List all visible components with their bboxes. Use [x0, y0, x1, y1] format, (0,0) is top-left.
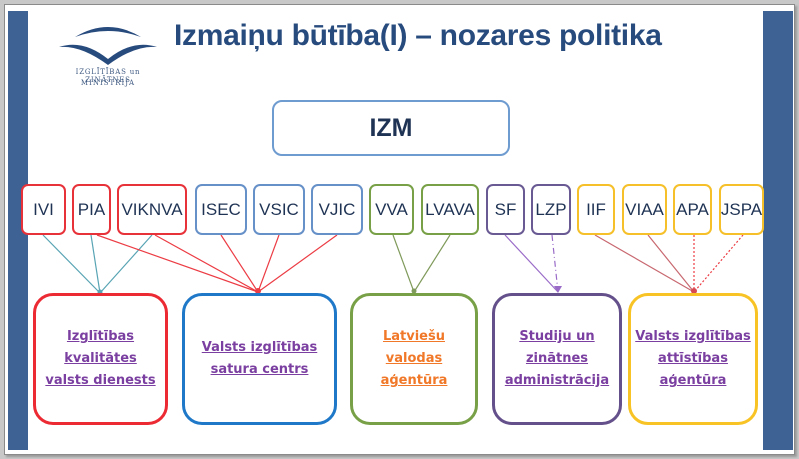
agency-label-line: satura centrs [210, 362, 309, 377]
institution-isec: ISEC [195, 184, 247, 235]
agency-studiju-un-zinatnes-administracija[interactable]: Studiju un zinātnes administrācija [492, 293, 622, 425]
agency-label-line: valodas [385, 351, 443, 366]
slide-title: Izmaiņu būtība(I) – nozares politika [174, 19, 662, 52]
logo-text-line2: MINISTRIJA [80, 79, 136, 87]
agency-label-line: administrācija [504, 373, 610, 388]
agency-valsts-izglitibas-satura-centrs[interactable]: Valsts izglītības satura centrs [182, 293, 337, 425]
institution-viaa: VIAA [622, 184, 667, 235]
open-book-bird-icon [59, 27, 157, 65]
agency-latviesu-valodas-agentura[interactable]: Latviešu valodas aģentūra [350, 293, 478, 425]
agency-valsts-izglitibas-attistibas-agentura[interactable]: Valsts izglītības attīstības aģentūra [628, 293, 758, 425]
institution-vjic: VJIC [311, 184, 363, 235]
institution-apa: APA [673, 184, 712, 235]
agency-label-line: Valsts izglītības [635, 329, 751, 344]
agency-label-line: Studiju un [519, 329, 595, 344]
institution-iif: IIF [577, 184, 615, 235]
institution-viknva: VIKNVA [117, 184, 187, 235]
institution-lvava: LVAVA [421, 184, 479, 235]
institution-jspa: JSPA [719, 184, 764, 235]
agency-label-line: Latviešu [382, 329, 445, 344]
agency-izglitibas-kvalitates-valsts-dienests[interactable]: Izglītības kvalitātes valsts dienests [33, 293, 168, 425]
agency-label-line: aģentūra [659, 373, 727, 388]
agency-label-line: valsts dienests [45, 373, 156, 388]
left-accent-bar [8, 11, 28, 450]
institution-ivi: IVI [21, 184, 66, 235]
agency-label-line: Valsts izglītības [201, 340, 318, 355]
agency-label-line: kvalitātes [64, 351, 137, 366]
agency-label-line: attīstības [658, 351, 728, 366]
ministry-logo: IZGLĪTĪBAS un ZINĀTNES MINISTRIJA [53, 15, 163, 95]
agency-label-line: zinātnes [525, 351, 589, 366]
institution-vva: VVA [369, 184, 414, 235]
agency-label-line: aģentūra [380, 373, 448, 388]
root-node-izm: IZM [272, 100, 510, 156]
institution-sf: SF [486, 184, 525, 235]
institution-pia: PIA [72, 184, 111, 235]
slide: IZGLĪTĪBAS un ZINĀTNES MINISTRIJA Izmaiņ… [4, 4, 795, 455]
agency-label-line: Izglītības [66, 329, 135, 344]
right-accent-bar [763, 11, 793, 450]
logo-text-line1: IZGLĪTĪBAS un ZINĀTNES [75, 68, 141, 84]
institution-lzp: LZP [531, 184, 571, 235]
institution-vsic: VSIC [253, 184, 305, 235]
